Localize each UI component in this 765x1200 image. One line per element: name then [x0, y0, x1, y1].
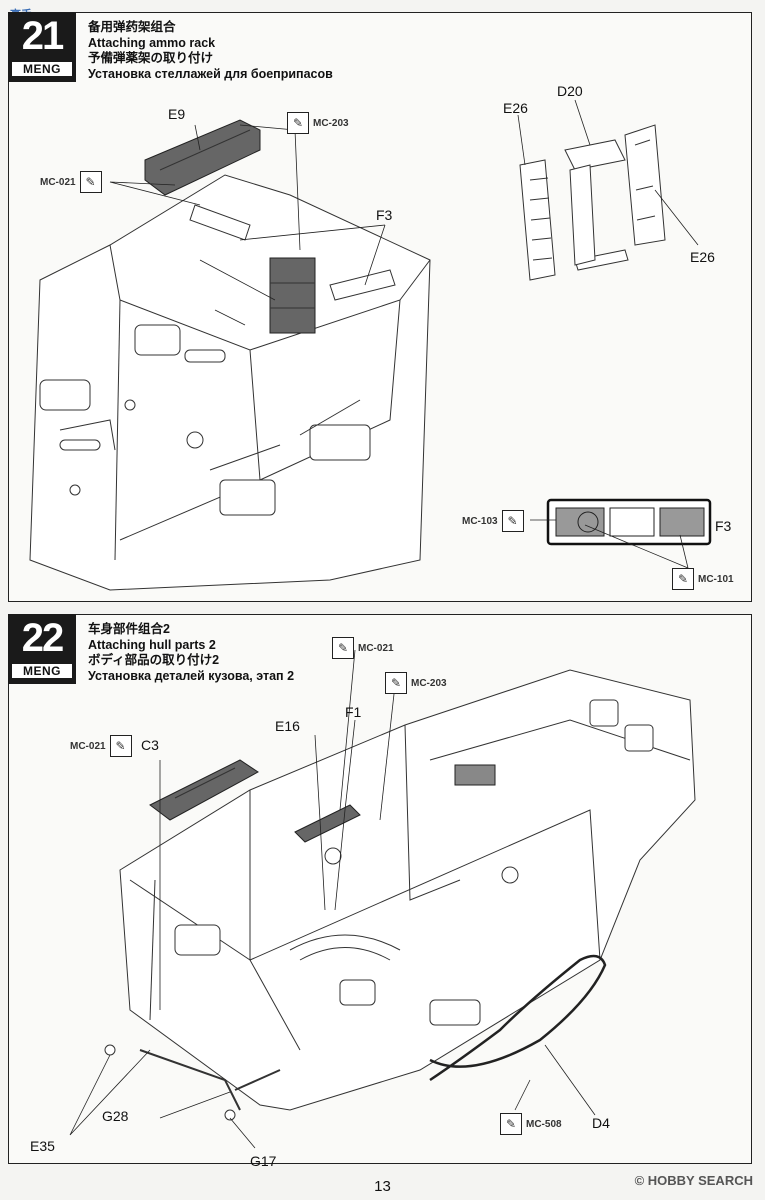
tool-code: MC-101	[698, 573, 734, 585]
title-en: Attaching ammo rack	[88, 35, 216, 50]
brush-icon: ✎	[500, 1113, 522, 1135]
tool-callout-mc021-top: ✎ MC-021	[332, 637, 394, 659]
brand-logo: MENG	[12, 62, 72, 76]
tool-code: MC-021	[40, 176, 76, 188]
tool-callout-mc508: ✎ MC-508	[500, 1113, 562, 1135]
tool-callout-mc101: ✎ MC-101	[672, 568, 734, 590]
brush-icon: ✎	[385, 672, 407, 694]
page-number: 13	[374, 1178, 391, 1195]
tool-code: MC-021	[70, 740, 106, 752]
tool-code: MC-103	[462, 515, 498, 527]
title-ja: 予備弾薬架の取り付け	[88, 51, 214, 65]
brush-icon: ✎	[287, 112, 309, 134]
tool-callout-mc021: MC-021 ✎	[40, 171, 102, 193]
title-zh: 车身部件组合2	[88, 622, 170, 636]
tool-callout-mc203: ✎ MC-203	[287, 112, 349, 134]
tool-callout-mc021-left: MC-021 ✎	[70, 735, 132, 757]
step-22-badge: 22 MENG	[8, 614, 76, 684]
part-label-e26-a: E26	[503, 100, 528, 116]
step-number: 22	[21, 616, 65, 660]
brush-icon: ✎	[672, 568, 694, 590]
part-label-e26-b: E26	[690, 249, 715, 265]
title-ru: Установка стеллажей для боеприпасов	[88, 66, 333, 81]
tool-callout-mc203: ✎ MC-203	[385, 672, 447, 694]
part-label-d20: D20	[557, 83, 583, 99]
part-label-f1: F1	[345, 704, 362, 720]
part-label-f3-detail: F3	[715, 518, 732, 534]
brush-icon: ✎	[109, 735, 132, 757]
title-en: Attaching hull parts 2	[88, 637, 216, 652]
part-label-g17: G17	[250, 1153, 277, 1169]
step-22-titles: 车身部件组合2 Attaching hull parts 2 ボディ部品の取り付…	[88, 622, 294, 684]
step-21-badge: 21 MENG	[8, 12, 76, 82]
tool-code: MC-203	[313, 117, 349, 129]
title-zh: 备用弹药架组合	[88, 20, 176, 34]
tool-code: MC-203	[411, 677, 447, 689]
title-ru: Установка деталей кузова, этап 2	[88, 668, 295, 683]
brush-icon: ✎	[332, 637, 354, 659]
part-label-f3: F3	[376, 207, 393, 223]
step-21-titles: 备用弹药架组合 Attaching ammo rack 予備弾薬架の取り付け У…	[88, 20, 333, 82]
tool-code: MC-021	[358, 642, 394, 654]
brush-icon: ✎	[79, 171, 102, 193]
tool-callout-mc103: MC-103 ✎	[462, 510, 524, 532]
brush-icon: ✎	[501, 510, 524, 532]
brand-logo: MENG	[12, 664, 72, 678]
tool-code: MC-508	[526, 1118, 562, 1130]
watermark-text: © HOBBY SEARCH	[634, 1173, 753, 1188]
part-label-d4: D4	[592, 1115, 610, 1131]
part-label-e35: E35	[30, 1138, 55, 1154]
part-label-e9: E9	[168, 106, 186, 122]
part-label-g28: G28	[102, 1108, 129, 1124]
title-ja: ボディ部品の取り付け2	[88, 653, 220, 667]
part-label-c3: C3	[141, 737, 159, 753]
step-number: 21	[21, 14, 65, 58]
part-label-e16: E16	[275, 718, 300, 734]
